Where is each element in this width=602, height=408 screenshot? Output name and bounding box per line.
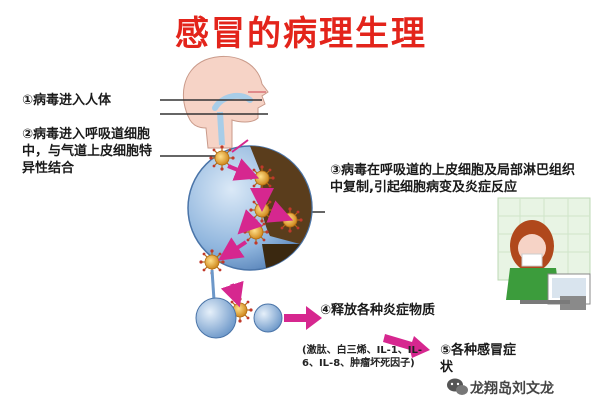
arrow-to-step5 (383, 334, 430, 358)
mediators-note: (激肽、白三烯、IL-1、IL-6、IL-8、肿瘤坏死因子) (302, 345, 423, 369)
small-cells (195, 269, 283, 339)
step-5-label: ⑤各种感冒症状 (440, 343, 517, 375)
wechat-icon (447, 378, 468, 395)
virus-icon (248, 164, 276, 192)
head-profile-icon (182, 55, 269, 149)
diagram-title: 感冒的病理生理 (175, 14, 427, 54)
entry-arrow (231, 139, 249, 153)
watermark-text: 龙翔岛刘文龙 (470, 381, 554, 397)
step-4-label: ④释放各种炎症物质 (320, 303, 436, 318)
flow-arrows (218, 158, 294, 308)
arrow-to-step4 (284, 306, 322, 330)
step-3-label: ③病毒在呼吸道的上皮细胞及局部淋巴组织中复制,引起细胞病变及炎症反应 (330, 163, 576, 195)
cell-icon (187, 145, 313, 271)
step-2-label: ②病毒进入呼吸道细胞中，与气道上皮细胞特异性结合 (22, 127, 153, 176)
virus-icon (248, 196, 276, 224)
sick-person-icon (497, 197, 591, 310)
step-1-label: ①病毒进入人体 (22, 93, 112, 108)
virus-icon (276, 206, 304, 234)
